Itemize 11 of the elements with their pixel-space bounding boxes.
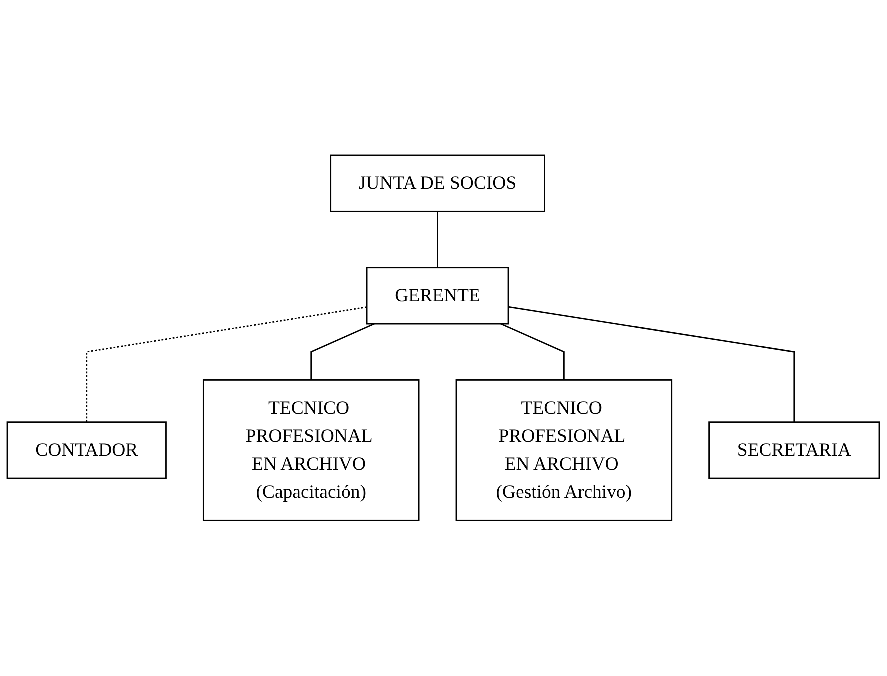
- connector: [86, 306, 368, 422]
- node-box: TECNICO PROFESIONAL EN ARCHIVO (Gestión Archivo): [456, 379, 673, 522]
- node-box: GERENTE: [366, 267, 510, 325]
- connector: [437, 212, 438, 268]
- node-box: JUNTA DE SOCIOS: [330, 154, 546, 212]
- node-box: SECRETARIA: [708, 422, 880, 480]
- connector: [508, 306, 796, 422]
- node-box: CONTADOR: [6, 422, 167, 480]
- connector: [500, 323, 565, 380]
- node-box: TECNICO PROFESIONAL EN ARCHIVO (Capacitación): [202, 379, 420, 522]
- connector: [310, 323, 375, 380]
